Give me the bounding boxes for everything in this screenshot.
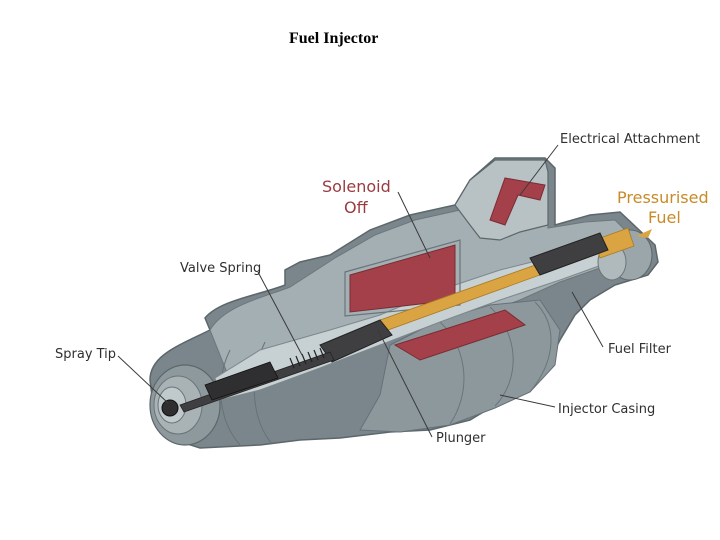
label-valve-spring: Valve Spring (180, 261, 261, 276)
fuel-filter-body (529, 232, 609, 276)
leader-spray-tip (117, 355, 169, 404)
label-fuel-filter: Fuel Filter (608, 342, 672, 357)
leader-injector-casing (499, 394, 556, 408)
label-solenoid: Solenoid (322, 177, 391, 196)
electrical-contact (489, 177, 546, 226)
plunger-assembly (161, 232, 609, 417)
leader-fuel-filter (571, 291, 604, 348)
label-electrical-attachment: Electrical Attachment (560, 132, 700, 147)
leader-solenoid (397, 191, 431, 259)
label-injector-casing: Injector Casing (558, 402, 655, 417)
leader-lines (117, 144, 604, 438)
spray-tip-ball (161, 399, 179, 417)
leader-electrical (519, 144, 559, 196)
label-off: Off (344, 198, 369, 217)
solenoid-coil-lower (393, 309, 527, 361)
label-plunger: Plunger (436, 431, 486, 446)
label-spray-tip: Spray Tip (55, 347, 116, 362)
leader-valve-spring (257, 271, 303, 356)
label-pressurised: Pressurised (617, 188, 709, 207)
solenoid (344, 239, 527, 361)
leader-plunger (377, 329, 433, 438)
valve-spring (289, 347, 325, 369)
label-fuel: Fuel (648, 208, 681, 227)
fuel-arrow (636, 229, 652, 238)
needle-guide (204, 361, 279, 401)
page-title: Fuel Injector (289, 30, 379, 47)
